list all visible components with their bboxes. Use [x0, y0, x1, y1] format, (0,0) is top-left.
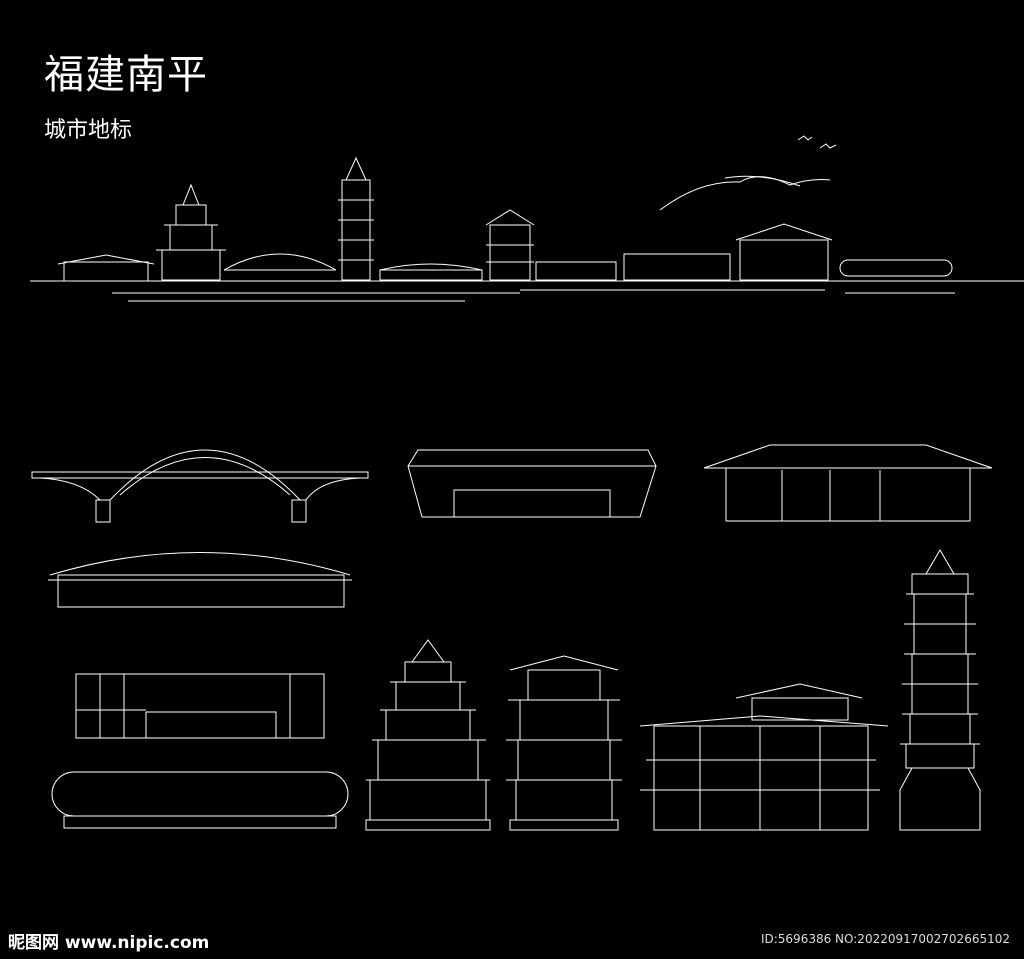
pagoda-large [365, 639, 491, 831]
pagoda-tower-pavilion [506, 655, 622, 831]
pagoda-tall [899, 549, 981, 831]
railway-station [48, 552, 352, 608]
skyline-pagoda [156, 183, 226, 281]
pavilion-complex [639, 683, 889, 831]
watermark-logo: 昵图网 www.nipic.com [8, 933, 210, 953]
exhibition-hall [703, 444, 993, 522]
page-title: 福建南平 [44, 52, 208, 98]
stadium [407, 449, 657, 518]
oval-building [51, 771, 349, 829]
watermark-id: ID:5696386 NO:20220917002702665102 [760, 932, 1010, 946]
skyline-tower [338, 156, 374, 281]
page-subtitle: 城市地标 [44, 118, 133, 143]
skyline [30, 135, 1024, 302]
bridge [31, 449, 369, 523]
glass-building [75, 673, 325, 739]
